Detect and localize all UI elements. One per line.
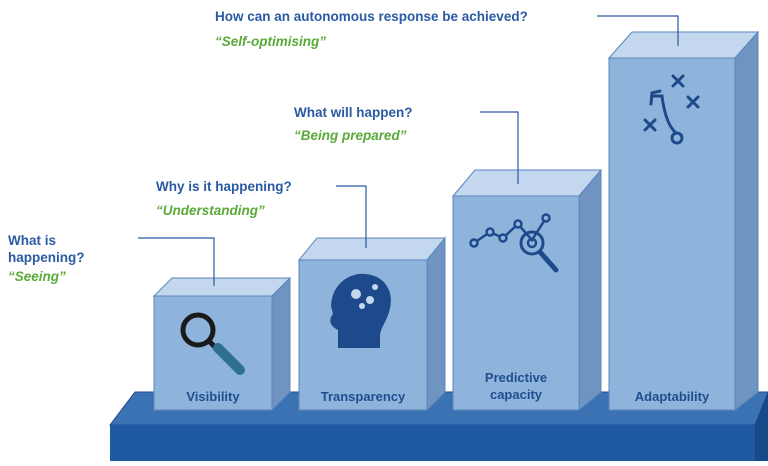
question-predictive-capacity: What will happen? — [294, 105, 413, 120]
box-adaptability — [607, 30, 760, 412]
connector-4 — [597, 15, 679, 46]
box-visibility — [152, 276, 292, 412]
answer-predictive-capacity: “Being prepared” — [294, 128, 407, 143]
label-visibility: Visibility — [186, 389, 240, 404]
label-transparency: Transparency — [320, 389, 406, 404]
magnifier-icon — [180, 312, 245, 375]
question-adaptability: How can an autonomous response be achiev… — [215, 9, 528, 24]
trend-magnifier-icon — [469, 213, 559, 273]
label-adaptability: Adaptability — [634, 389, 710, 404]
question-transparency: Why is it happening? — [156, 179, 292, 194]
head-gears-icon — [330, 273, 391, 348]
label-predictive-capacity: Predictive capacity — [484, 370, 548, 402]
connector-2 — [336, 185, 367, 248]
strategy-play-icon — [643, 74, 700, 145]
answer-transparency: “Understanding” — [156, 203, 265, 218]
connector-lines — [138, 15, 679, 286]
box-predictive-capacity — [451, 168, 603, 412]
answer-visibility: “Seeing” — [8, 269, 66, 284]
answer-adaptability: “Self-optimising” — [215, 34, 326, 49]
connector-1 — [138, 237, 215, 286]
connector-3 — [480, 111, 519, 184]
question-visibility: What is happening? — [8, 233, 85, 265]
